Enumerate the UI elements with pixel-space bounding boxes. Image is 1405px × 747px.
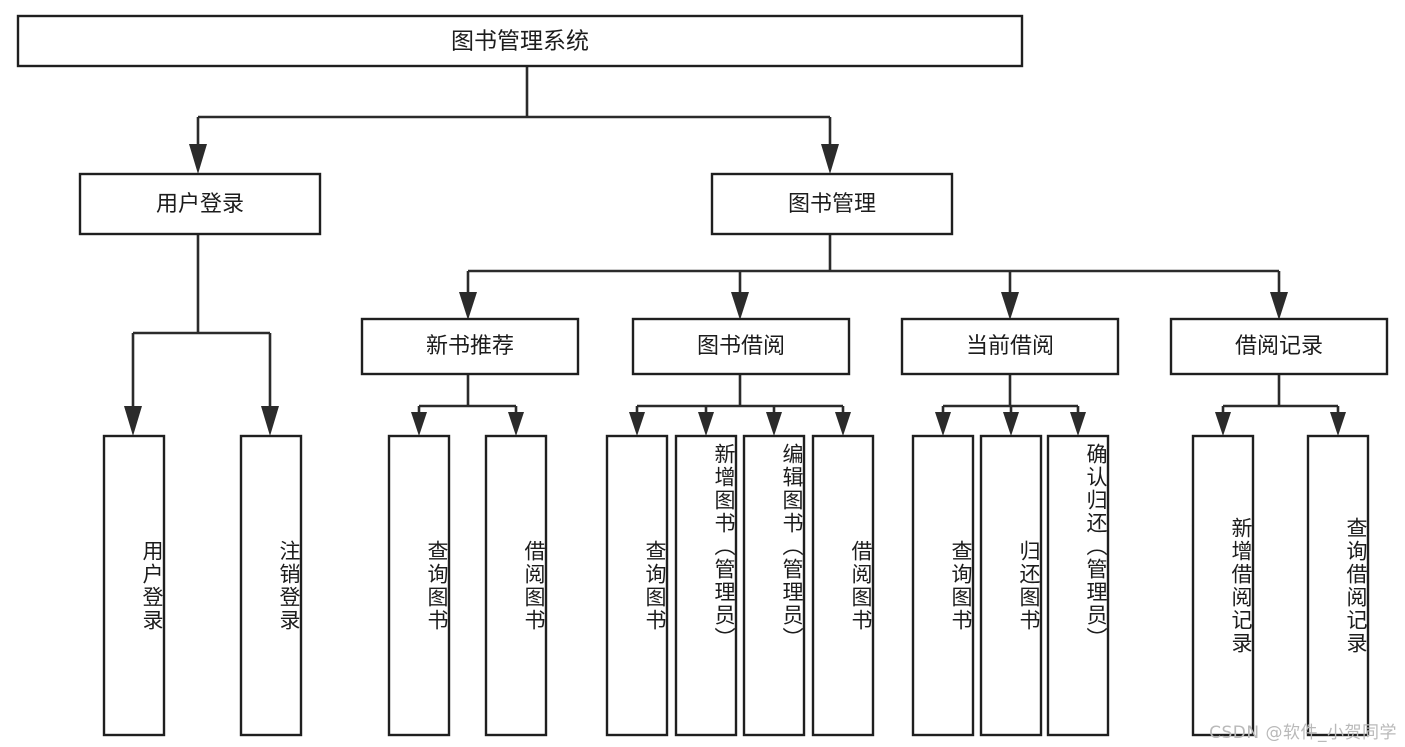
node-new-book-recommend[interactable]	[360, 317, 580, 376]
node-user-login-label: 用户登录	[156, 192, 244, 217]
node-book-borrow[interactable]	[631, 317, 851, 376]
arrow-head-leaf-bookborrow-0	[629, 412, 645, 436]
node-book-management-label: 图书管理	[788, 192, 876, 217]
connector-group-bookmgmt	[459, 234, 1288, 320]
node-book-borrow-label: 图书借阅	[697, 334, 785, 359]
leaf-box-currentborrow-1[interactable]	[979, 434, 1043, 737]
leaf-box-borrowrecord-1[interactable]	[1306, 434, 1370, 737]
leaf-box-user-login-1[interactable]	[239, 434, 303, 737]
arrow-head-borrowrecord	[1270, 292, 1288, 320]
connector-group-newbook	[411, 374, 524, 436]
arrow-head-leaf-newbook-0	[411, 412, 427, 436]
csdn-watermark: CSDN @软件_小贺同学	[1209, 723, 1397, 743]
leaf-box-user-login-0[interactable]	[102, 434, 166, 737]
arrow-head-leaf-currentborrow-1	[1003, 412, 1019, 436]
node-root[interactable]	[16, 14, 1024, 68]
arrow-head-leaf-newbook-1	[508, 412, 524, 436]
leaf-box-newbook-1[interactable]	[484, 434, 548, 737]
connector-group-borrowrecord	[1215, 374, 1346, 436]
node-current-borrow[interactable]	[900, 317, 1120, 376]
arrow-head-leaf-borrowrecord-0	[1215, 412, 1231, 436]
arrow-head-leaf-user-login-1	[261, 406, 279, 436]
arrow-head-newbook	[459, 292, 477, 320]
arrow-head-leaf-currentborrow-2	[1070, 412, 1086, 436]
connector-group-currentborrow	[935, 374, 1086, 436]
arrow-head-leaf-currentborrow-0	[935, 412, 951, 436]
leaf-box-bookborrow-0[interactable]	[605, 434, 669, 737]
arrow-head-bookmgmt	[821, 144, 839, 174]
leaf-box-bookborrow-1[interactable]	[674, 434, 738, 737]
arrow-head-leaf-bookborrow-1	[698, 412, 714, 436]
arrow-head-leaf-borrowrecord-1	[1330, 412, 1346, 436]
node-book-management[interactable]	[710, 172, 954, 236]
leaf-box-borrowrecord-0[interactable]	[1191, 434, 1255, 737]
leaf-box-newbook-0[interactable]	[387, 434, 451, 737]
arrow-head-bookborrow	[731, 292, 749, 320]
leaf-box-bookborrow-2[interactable]	[742, 434, 806, 737]
leaf-box-currentborrow-0[interactable]	[911, 434, 975, 737]
leaf-box-bookborrow-3[interactable]	[811, 434, 875, 737]
arrow-head-currentborrow	[1001, 292, 1019, 320]
connector-group-userlogin	[124, 234, 279, 436]
connector-group-root	[189, 66, 839, 174]
arrow-head-leaf-bookborrow-3	[835, 412, 851, 436]
arrow-head-leaf-bookborrow-2	[766, 412, 782, 436]
node-new-book-recommend-label: 新书推荐	[426, 334, 514, 359]
node-borrow-record-label: 借阅记录	[1235, 334, 1323, 359]
node-root-label: 图书管理系统	[451, 29, 589, 55]
arrow-head-userlogin	[189, 144, 207, 174]
arrow-head-leaf-user-login-0	[124, 406, 142, 436]
node-current-borrow-label: 当前借阅	[966, 334, 1054, 359]
connector-group-bookborrow	[629, 374, 851, 436]
node-borrow-record[interactable]	[1169, 317, 1389, 376]
leaf-box-currentborrow-2[interactable]	[1046, 434, 1110, 737]
node-user-login[interactable]	[78, 172, 322, 236]
